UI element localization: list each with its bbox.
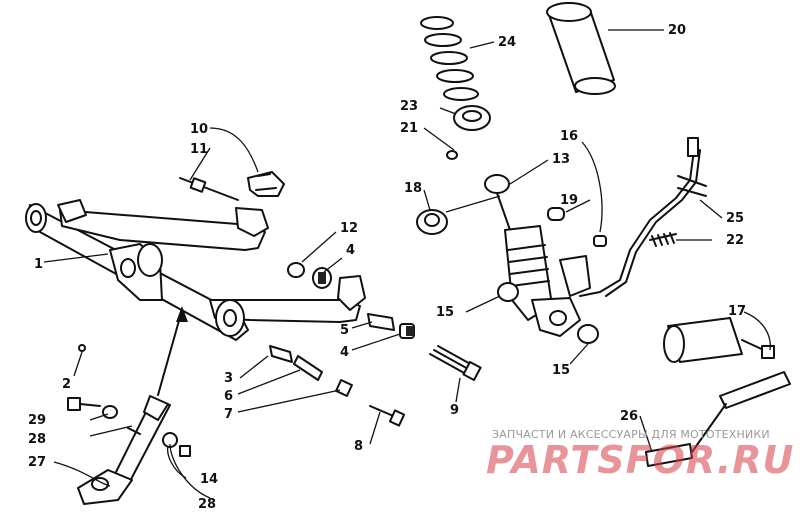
label-15a: 15 — [436, 305, 454, 320]
label-7: 7 — [224, 407, 233, 422]
label-6: 6 — [224, 389, 233, 404]
bushing — [287, 262, 332, 289]
label-21: 21 — [400, 121, 418, 136]
clamp-bracket — [247, 171, 285, 197]
spring — [420, 16, 479, 101]
label-8: 8 — [354, 439, 363, 454]
label-27: 27 — [28, 455, 46, 470]
suspension-arm-assembly — [25, 199, 366, 341]
label-12: 12 — [340, 221, 358, 236]
label-17: 17 — [728, 304, 746, 319]
label-16: 16 — [560, 129, 578, 144]
label-25: 25 — [726, 211, 744, 226]
spring-seat — [453, 105, 491, 131]
long-bolt — [429, 345, 482, 381]
label-10: 10 — [190, 122, 208, 137]
bolt — [179, 177, 239, 201]
label-9: 9 — [450, 403, 459, 418]
tie-rod — [77, 395, 171, 505]
label-23: 23 — [400, 99, 418, 114]
label-4b: 4 — [340, 345, 349, 360]
label-4a: 4 — [346, 243, 355, 258]
label-26: 26 — [620, 409, 638, 424]
label-15b: 15 — [552, 363, 570, 378]
label-14: 14 — [200, 472, 218, 487]
label-19: 19 — [560, 193, 578, 208]
label-22: 22 — [726, 233, 744, 248]
part-labels: 1 2 3 4 4 5 6 7 8 9 10 11 12 13 14 15 15… — [28, 23, 746, 512]
leader-lines — [43, 29, 771, 499]
strap — [645, 371, 791, 467]
label-11: 11 — [190, 142, 208, 157]
watermark-logo: PARTSFOR.RU — [486, 438, 795, 482]
label-1: 1 — [34, 257, 43, 272]
watermark-caption: ЗАПЧАСТИ И АКСЕССУАРЫ ДЛЯ МОТОТЕХНИКИ — [492, 428, 770, 441]
label-3: 3 — [224, 371, 233, 386]
heater-element — [663, 317, 775, 363]
label-29: 29 — [28, 413, 46, 428]
shock-absorber — [416, 16, 607, 344]
shock-nut — [446, 150, 458, 160]
label-18: 18 — [404, 181, 422, 196]
sleeve-spacer-nut-bolt — [269, 345, 406, 427]
label-28b: 28 — [198, 497, 216, 512]
dust-boot — [546, 2, 616, 95]
wiring-harness — [579, 137, 707, 297]
label-20: 20 — [668, 23, 686, 38]
label-28a: 28 — [28, 432, 46, 447]
label-13: 13 — [552, 152, 570, 167]
eye-bushing — [547, 207, 565, 221]
assembly-arrow — [157, 306, 188, 396]
label-24: 24 — [498, 35, 516, 50]
label-5: 5 — [340, 323, 349, 338]
pin-and-bushing — [367, 313, 415, 339]
label-2: 2 — [62, 377, 71, 392]
seal-washer — [416, 209, 448, 235]
washer — [78, 344, 86, 352]
